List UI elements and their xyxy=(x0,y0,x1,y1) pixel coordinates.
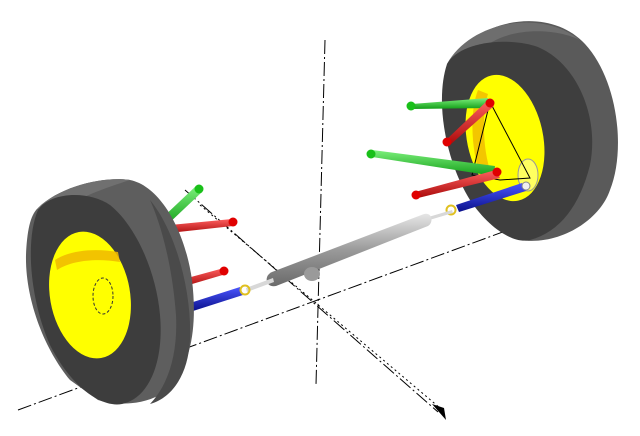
right-lower-arm-2-balljoint[interactable] xyxy=(492,167,502,177)
right-tie-rod-bar[interactable] xyxy=(456,183,526,212)
left-tire-side xyxy=(150,200,191,404)
right-upper-arms[interactable] xyxy=(366,98,496,176)
left-hub xyxy=(92,277,114,315)
left-tie-rod-bar[interactable] xyxy=(190,287,243,311)
left-wheel[interactable] xyxy=(25,179,194,405)
right-lower-arm-1-balljoint[interactable] xyxy=(485,98,495,108)
axis-arrow-icon xyxy=(432,404,446,420)
right-upper-arm-1-joint[interactable] xyxy=(406,101,416,111)
right-lower-arm-2[interactable] xyxy=(415,170,500,198)
left-tie-rod-joint[interactable] xyxy=(239,284,251,296)
depth-axis xyxy=(184,189,439,413)
rack-housing[interactable] xyxy=(266,213,432,287)
right-lower-arms[interactable] xyxy=(411,98,502,200)
rack-rod-left xyxy=(246,278,274,292)
rack-mount xyxy=(304,267,320,281)
right-tie-rod-end[interactable] xyxy=(521,181,531,191)
right-upright xyxy=(471,101,531,181)
vertical-axis xyxy=(315,39,326,386)
rack-rod-right xyxy=(425,210,453,221)
right-lower-arm-1-joint[interactable] xyxy=(442,137,452,147)
right-lower-arm-2-joint[interactable] xyxy=(411,190,421,200)
right-tie-rod[interactable] xyxy=(445,181,531,216)
right-upper-arm-2-joint[interactable] xyxy=(366,149,376,159)
steering-rack-icon[interactable] xyxy=(246,210,453,292)
left-rim-shade xyxy=(55,250,120,270)
right-upper-arm-1[interactable] xyxy=(412,98,490,109)
left-upper-arm-joint[interactable] xyxy=(194,184,204,194)
left-tie-rod[interactable] xyxy=(190,284,251,312)
right-tire-tread xyxy=(452,21,618,241)
right-lower-arm-1[interactable] xyxy=(446,100,494,145)
right-upper-arm-2[interactable] xyxy=(372,150,495,176)
right-tie-rod-joint[interactable] xyxy=(445,204,457,216)
left-lower-arm-1-joint[interactable] xyxy=(228,217,238,227)
depth-axis-2 xyxy=(199,204,441,409)
left-lower-arm-2-joint[interactable] xyxy=(219,266,229,276)
left-lower-arm-1[interactable] xyxy=(160,219,233,234)
